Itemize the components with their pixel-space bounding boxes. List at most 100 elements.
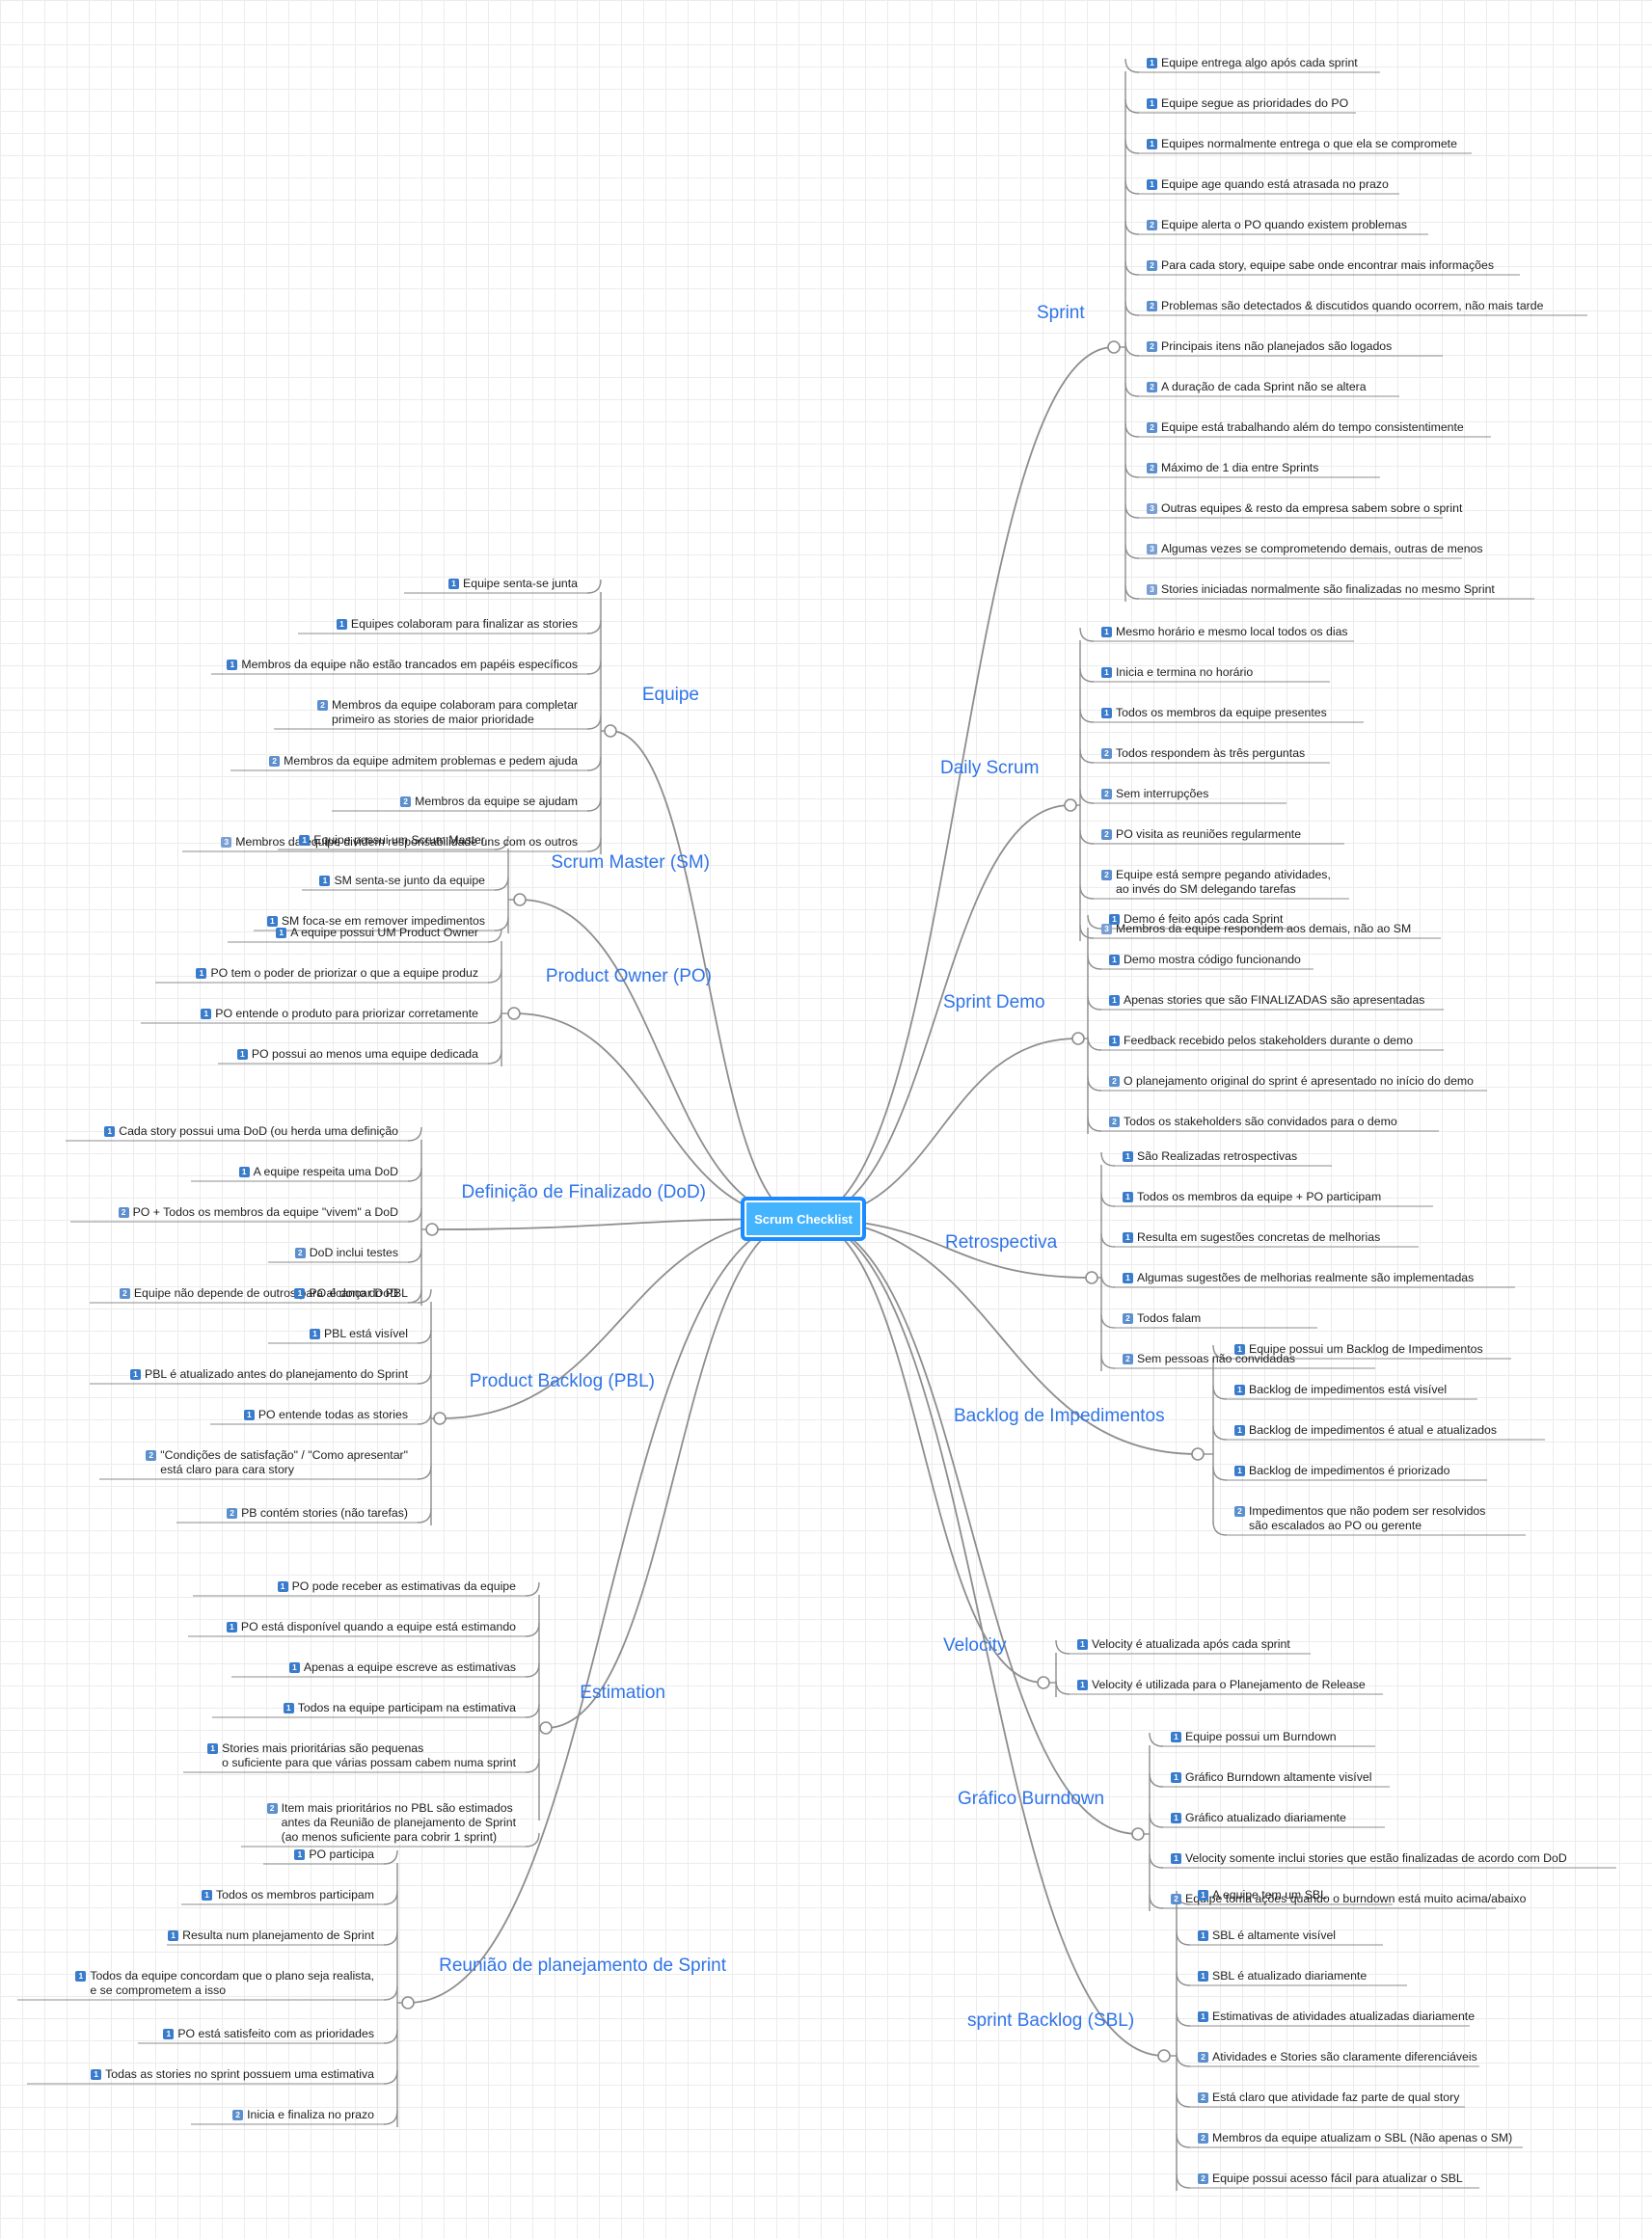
branch-retro[interactable]: Retrospectiva: [945, 1232, 1058, 1253]
branch-burndown[interactable]: Gráfico Burndown: [958, 1789, 1105, 1809]
branch-demo[interactable]: Sprint Demo: [943, 992, 1045, 1012]
branch-daily[interactable]: Daily Scrum: [940, 758, 1040, 778]
branch-planning[interactable]: Reunião de planejamento de Sprint: [439, 1956, 726, 1976]
branch-dod[interactable]: Definição de Finalizado (DoD): [461, 1182, 706, 1202]
central-topic[interactable]: Scrum Checklist: [741, 1197, 866, 1241]
branch-impedimentos[interactable]: Backlog de Impedimentos: [954, 1406, 1165, 1426]
branch-equipe[interactable]: Equipe: [641, 685, 699, 705]
branch-sprint[interactable]: Sprint: [1037, 303, 1085, 323]
branch-estimation[interactable]: Estimation: [580, 1683, 665, 1703]
branch-sbl[interactable]: sprint Backlog (SBL): [967, 2010, 1135, 2031]
branch-pbl[interactable]: Product Backlog (PBL): [469, 1371, 655, 1391]
branch-sm[interactable]: Scrum Master (SM): [551, 852, 710, 873]
branch-po[interactable]: Product Owner (PO): [545, 966, 712, 986]
